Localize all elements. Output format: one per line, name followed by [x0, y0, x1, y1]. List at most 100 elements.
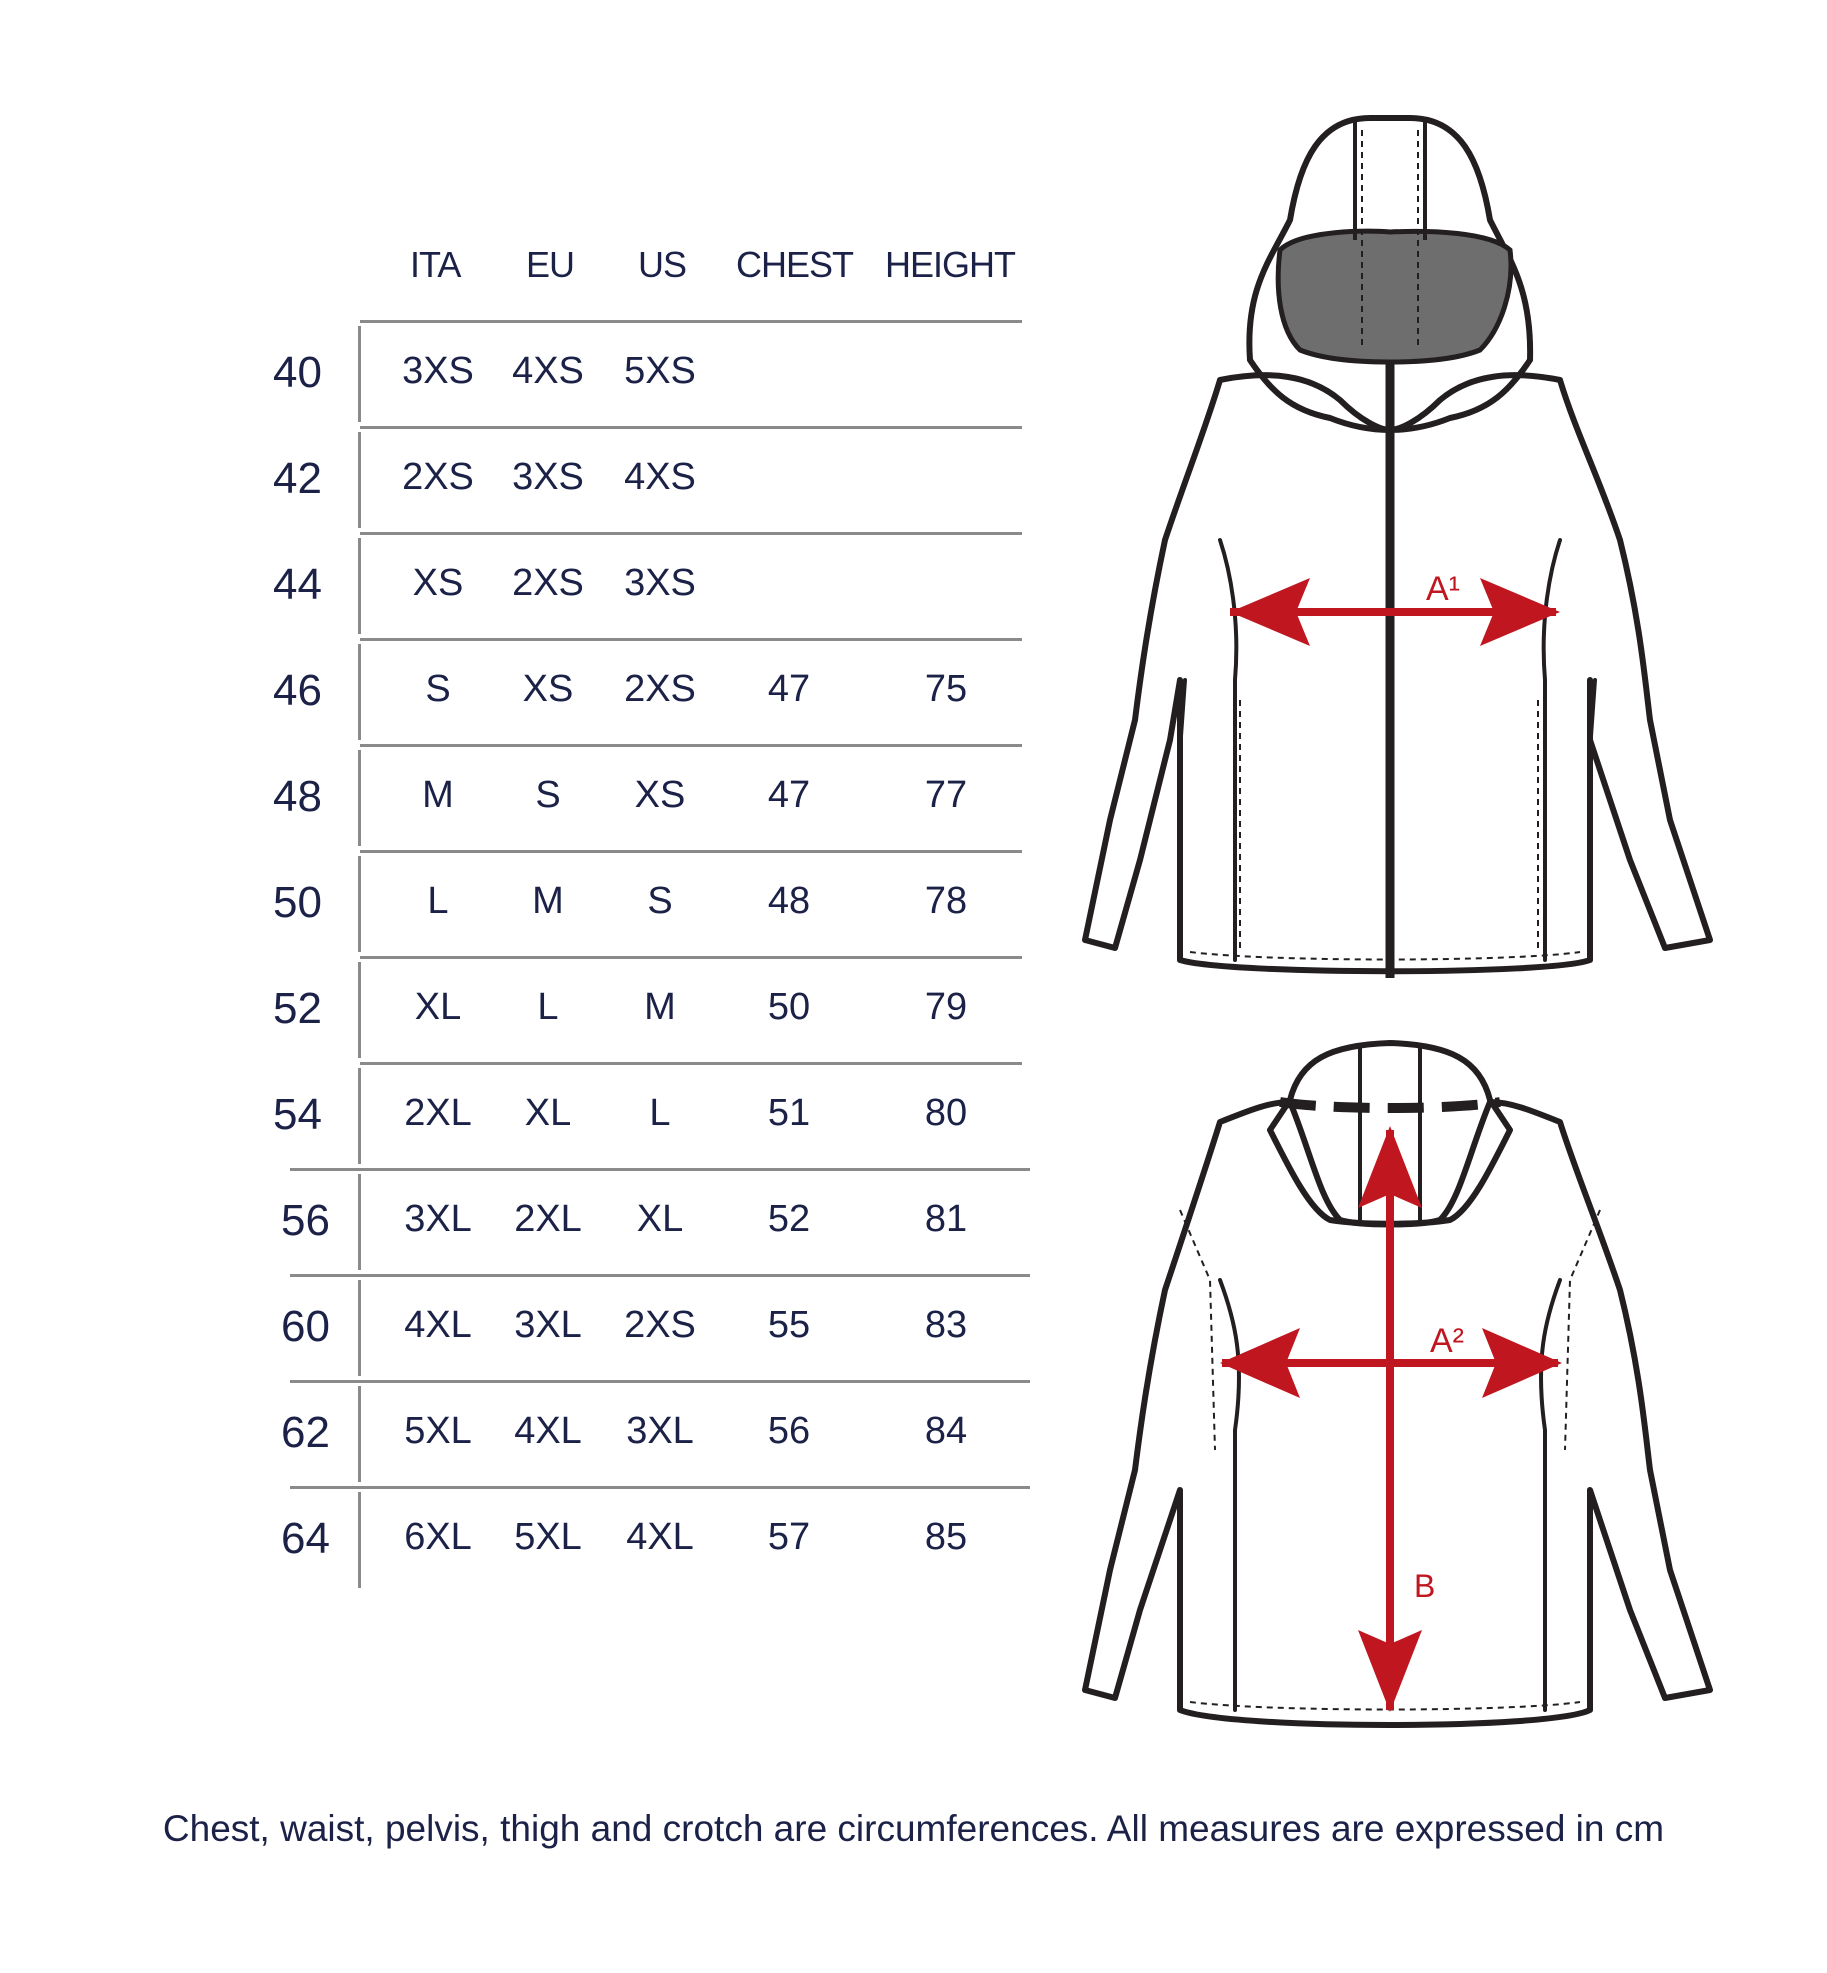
cell-us: L: [649, 1092, 671, 1134]
row-rule: [360, 532, 1022, 535]
cell-height: 84: [924, 1410, 968, 1452]
row-divider-vertical: [358, 1174, 361, 1270]
row-divider-vertical: [358, 644, 361, 740]
row-size-label: 56: [281, 1196, 330, 1245]
row-rule: [290, 1380, 1030, 1383]
cell-us: 4XS: [624, 456, 696, 498]
header-eu: EU: [526, 244, 575, 285]
row-rule: [360, 1062, 1022, 1065]
cell-ita: XL: [414, 986, 462, 1028]
cell-eu: 5XL: [514, 1516, 582, 1558]
cell-chest: 47: [767, 668, 811, 710]
cell-ita: L: [427, 880, 449, 922]
row-size-label: 46: [273, 666, 322, 715]
cell-us: 3XS: [624, 562, 696, 604]
row-rule: [360, 320, 1022, 323]
row-size-label: 60: [281, 1302, 330, 1351]
cell-ita: 6XL: [404, 1516, 472, 1558]
row-divider-vertical: [358, 856, 361, 952]
row-size-label: 40: [273, 348, 322, 397]
cell-us: 2XS: [624, 668, 696, 710]
cell-us: XS: [634, 774, 686, 816]
label-b: B: [1414, 1568, 1436, 1604]
cell-chest: 52: [767, 1198, 811, 1240]
cell-ita: M: [422, 774, 454, 816]
row-size-label: 64: [281, 1514, 330, 1563]
cell-us: 5XS: [624, 350, 696, 392]
row-rule: [290, 1168, 1030, 1171]
cell-height: 77: [924, 774, 968, 816]
cell-chest: 50: [767, 986, 811, 1028]
header-height: HEIGHT: [885, 244, 1016, 285]
cell-ita: 4XL: [404, 1304, 472, 1346]
row-size-label: 48: [273, 772, 322, 821]
jacket-back-illustration: [1082, 1040, 1713, 1728]
cell-ita: 2XS: [402, 456, 474, 498]
cell-eu: L: [537, 986, 559, 1028]
row-size-label: 62: [281, 1408, 330, 1457]
jacket-front-illustration: [1082, 115, 1713, 978]
cell-ita: 3XL: [404, 1198, 472, 1240]
header-chest: CHEST: [736, 244, 854, 285]
label-a2: A²: [1430, 1322, 1464, 1360]
row-rule: [360, 638, 1022, 641]
row-rule: [360, 426, 1022, 429]
row-divider-vertical: [358, 538, 361, 634]
row-rule: [360, 956, 1022, 959]
cell-chest: 55: [767, 1304, 811, 1346]
row-rule: [360, 744, 1022, 747]
cell-eu: 2XS: [512, 562, 584, 604]
row-divider-vertical: [358, 432, 361, 528]
row-size-label: 42: [273, 454, 322, 503]
cell-us: M: [644, 986, 676, 1028]
row-divider-vertical: [358, 1068, 361, 1164]
row-size-label: 54: [273, 1090, 322, 1139]
cell-height: 78: [924, 880, 968, 922]
row-rule: [290, 1274, 1030, 1277]
cell-height: 83: [924, 1304, 968, 1346]
cell-ita: XS: [412, 562, 464, 604]
cell-chest: 48: [767, 880, 811, 922]
cell-eu: 4XS: [512, 350, 584, 392]
cell-chest: 56: [767, 1410, 811, 1452]
row-divider-vertical: [358, 326, 361, 422]
cell-ita: 3XS: [402, 350, 474, 392]
cell-ita: 5XL: [404, 1410, 472, 1452]
cell-eu: XL: [524, 1092, 572, 1134]
row-rule: [290, 1486, 1030, 1489]
cell-height: 79: [924, 986, 968, 1028]
cell-ita: S: [425, 668, 451, 710]
cell-us: 4XL: [626, 1516, 694, 1558]
row-size-label: 44: [273, 560, 322, 609]
row-divider-vertical: [358, 962, 361, 1058]
cell-height: 75: [924, 668, 968, 710]
cell-us: XL: [636, 1198, 684, 1240]
cell-eu: 3XS: [512, 456, 584, 498]
header-ita: ITA: [410, 244, 461, 285]
cell-eu: M: [532, 880, 564, 922]
cell-us: S: [647, 880, 673, 922]
row-divider-vertical: [358, 1386, 361, 1482]
row-size-label: 50: [273, 878, 322, 927]
cell-height: 81: [924, 1198, 968, 1240]
cell-eu: XS: [522, 668, 574, 710]
row-divider-vertical: [358, 750, 361, 846]
label-a1: A¹: [1426, 570, 1460, 608]
header-us: US: [638, 244, 687, 285]
cell-eu: 4XL: [514, 1410, 582, 1452]
footer-note: Chest, waist, pelvis, thigh and crotch a…: [162, 1808, 1665, 1849]
cell-height: 85: [924, 1516, 968, 1558]
cell-chest: 47: [767, 774, 811, 816]
cell-chest: 51: [767, 1092, 811, 1134]
cell-eu: 2XL: [514, 1198, 582, 1240]
row-size-label: 52: [273, 984, 322, 1033]
cell-us: 2XS: [624, 1304, 696, 1346]
cell-eu: 3XL: [514, 1304, 582, 1346]
row-divider-vertical: [358, 1280, 361, 1376]
row-divider-vertical: [358, 1492, 361, 1588]
row-rule: [360, 850, 1022, 853]
cell-chest: 57: [767, 1516, 811, 1558]
cell-ita: 2XL: [404, 1092, 472, 1134]
cell-height: 80: [924, 1092, 968, 1134]
cell-us: 3XL: [626, 1410, 694, 1452]
